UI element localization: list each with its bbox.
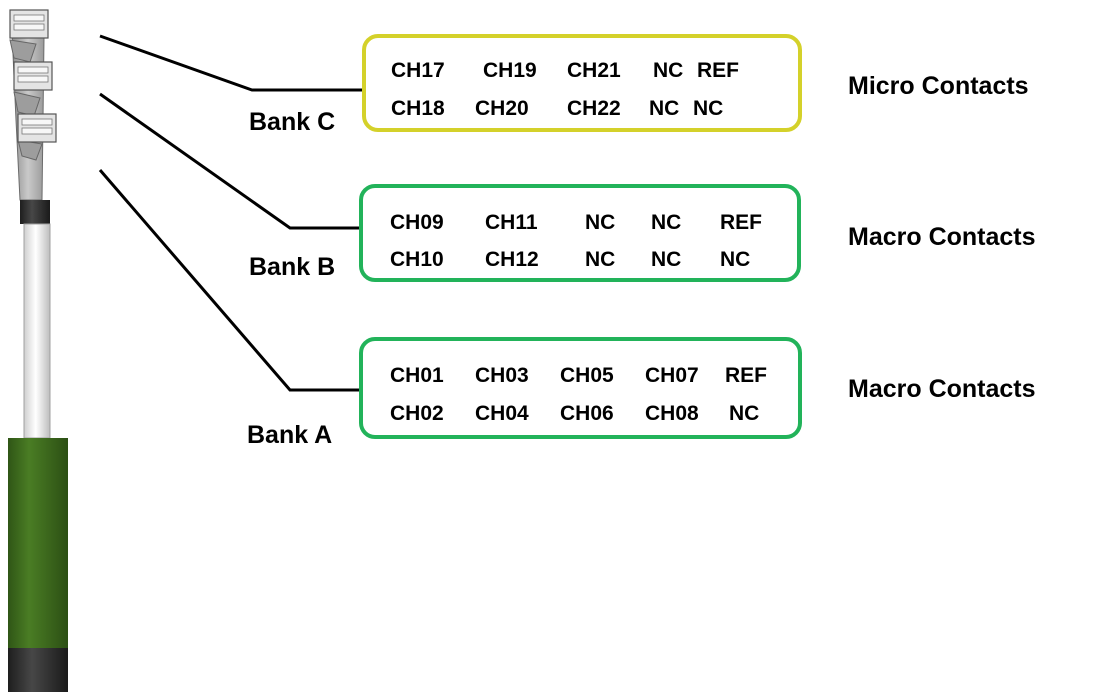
- pin-label: CH02: [390, 402, 444, 425]
- bank-c-row-1: CH17 CH19 CH21 NC REF: [366, 60, 798, 88]
- probe-dark-tip: [8, 648, 68, 692]
- pin-label: NC: [653, 59, 684, 82]
- leader-line-bank-a: [98, 169, 370, 392]
- pin-label: CH18: [391, 97, 445, 120]
- connector-header-c: [9, 9, 49, 39]
- bank-a-label: Bank A: [247, 421, 333, 449]
- pin-label: CH05: [560, 364, 614, 387]
- leader-line-bank-c: [99, 34, 370, 92]
- bank-b-contact-box: CH09 CH11 NC NC REF CH10 CH12 NC NC NC: [359, 184, 801, 282]
- pin-label: NC: [649, 97, 680, 120]
- connector-header-b: [13, 61, 53, 91]
- pin-label: NC: [693, 97, 724, 120]
- pin-label: CH10: [390, 248, 444, 271]
- pin-label: CH09: [390, 211, 444, 234]
- pin-label: REF: [697, 59, 739, 82]
- pin-label: CH01: [390, 364, 444, 387]
- pin-label: CH08: [645, 402, 699, 425]
- pin-label: CH19: [483, 59, 537, 82]
- pin-label: NC: [729, 402, 760, 425]
- pin-label: CH04: [475, 402, 529, 425]
- probe-collar: [20, 200, 50, 224]
- pin-label: REF: [725, 364, 767, 387]
- bank-a-contact-box: CH01 CH03 CH05 CH07 REF CH02 CH04 CH06 C…: [359, 337, 802, 439]
- bank-c-row-2: CH18 CH20 CH22 NC NC: [366, 98, 798, 126]
- bank-a-contacts-type: Macro Contacts: [848, 375, 1036, 403]
- bank-b-row-1: CH09 CH11 NC NC REF: [363, 212, 797, 240]
- pin-label: REF: [720, 211, 762, 234]
- pin-label: NC: [651, 248, 682, 271]
- pin-label: CH06: [560, 402, 614, 425]
- bank-b-contacts-type: Macro Contacts: [848, 223, 1036, 251]
- bank-c-contact-box: CH17 CH19 CH21 NC REF CH18 CH20 CH22 NC …: [362, 34, 802, 132]
- pin-label: CH11: [485, 211, 538, 234]
- pin-label: CH20: [475, 97, 529, 120]
- bank-b-label: Bank B: [249, 253, 336, 281]
- pin-label: CH22: [567, 97, 621, 120]
- pin-label: CH12: [485, 248, 539, 271]
- bank-c-contacts-type: Micro Contacts: [848, 72, 1029, 100]
- probe-green-sleeve: [8, 438, 68, 648]
- leader-line-bank-b: [99, 92, 370, 230]
- pin-label: CH07: [645, 364, 699, 387]
- pin-label: CH21: [567, 59, 621, 82]
- probe-shaft: [23, 223, 51, 439]
- pin-label: NC: [720, 248, 751, 271]
- pin-label: NC: [585, 248, 616, 271]
- connector-header-a: [17, 113, 57, 143]
- bank-c-label: Bank C: [249, 108, 336, 136]
- pin-label: NC: [651, 211, 682, 234]
- pin-label: CH17: [391, 59, 445, 82]
- pin-label: NC: [585, 211, 616, 234]
- bank-a-row-2: CH02 CH04 CH06 CH08 NC: [363, 403, 798, 431]
- bank-a-row-1: CH01 CH03 CH05 CH07 REF: [363, 365, 798, 393]
- bank-b-row-2: CH10 CH12 NC NC NC: [363, 249, 797, 277]
- pin-label: CH03: [475, 364, 529, 387]
